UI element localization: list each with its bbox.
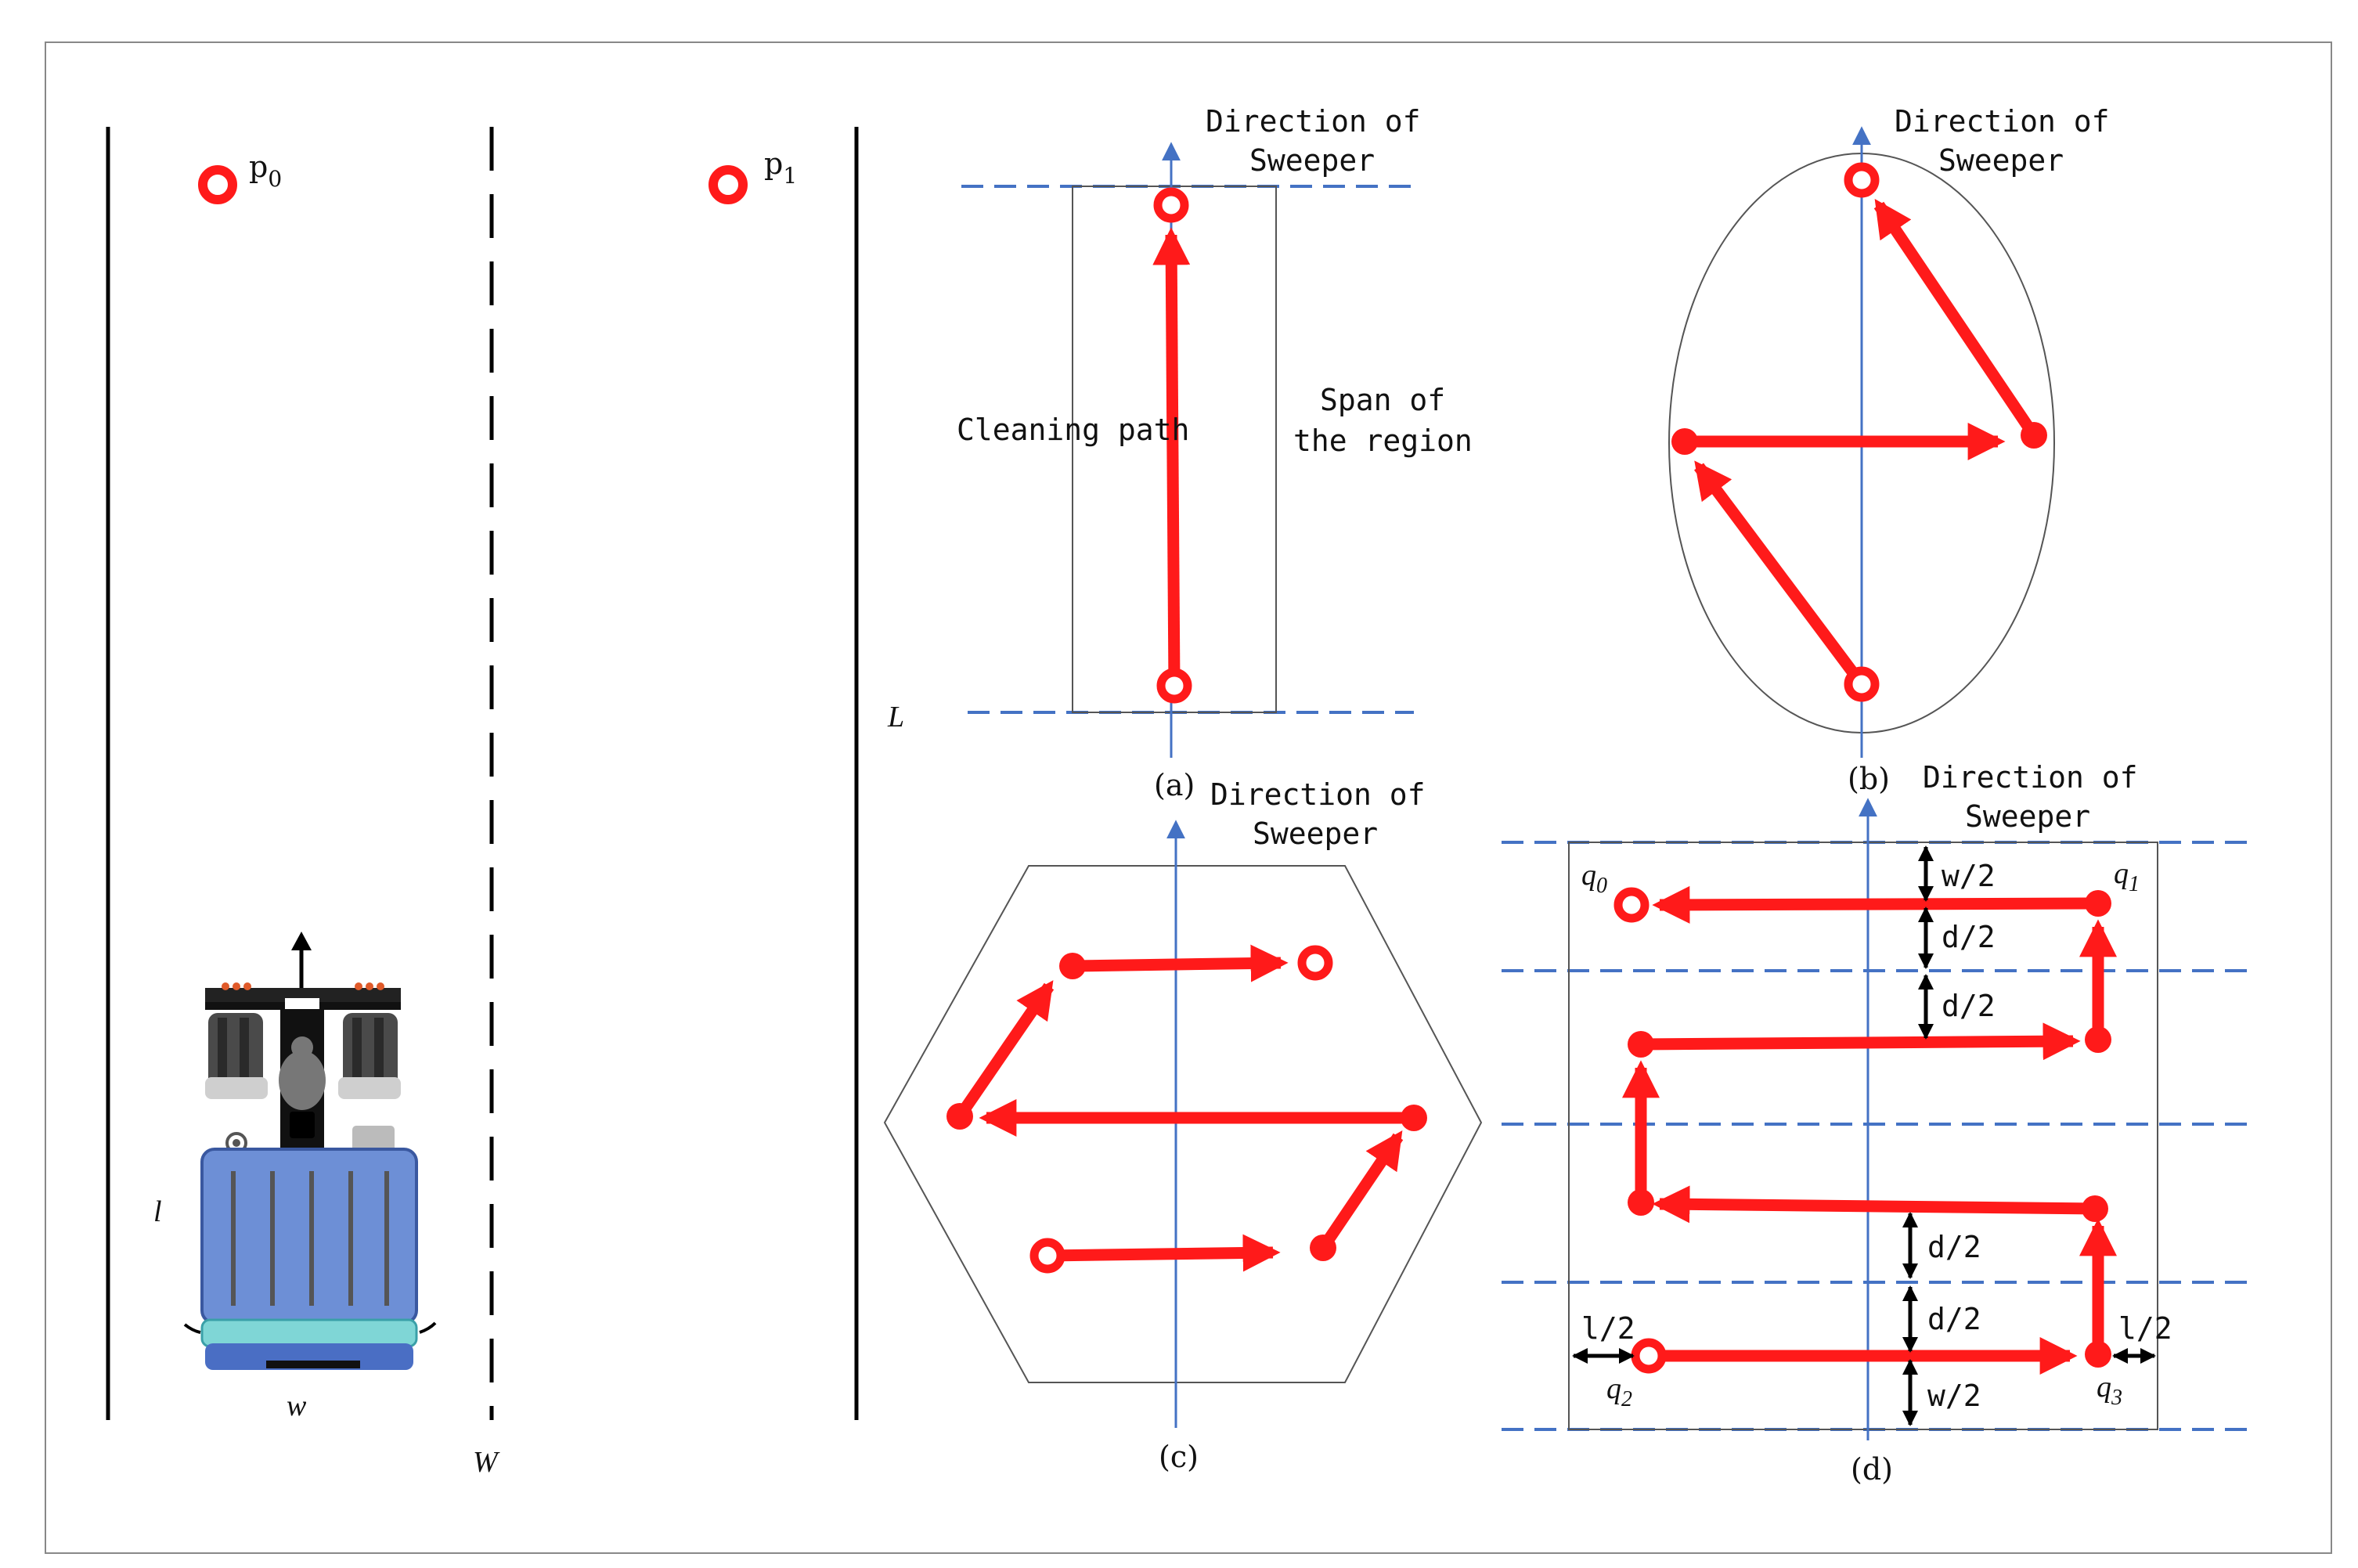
label-q0: q0 <box>1581 859 1607 898</box>
dim-label-d2-3: d/2 <box>1927 1230 1981 1264</box>
label-p0: p0 <box>249 150 282 192</box>
path-c-segment-5 <box>1072 944 1289 982</box>
direction-label-d-2: Sweeper <box>1965 799 2090 834</box>
path-c-turn-2 <box>1401 1105 1427 1131</box>
span-label-1: Span of <box>1320 383 1445 417</box>
dim-label-d2-1: d/2 <box>1942 920 1996 954</box>
path-d-turn-3 <box>1628 1031 1654 1058</box>
path-d-turn-4 <box>2085 1026 2111 1053</box>
caption-d: (d) <box>1851 1452 1893 1487</box>
path-start-point <box>1156 668 1192 704</box>
dim-label-d2-2: d/2 <box>1942 989 1996 1023</box>
label-w: w <box>287 1390 307 1422</box>
path-b-end <box>1844 162 1880 198</box>
point-q1 <box>2085 890 2111 917</box>
sweeper-robot-illustration <box>183 932 437 1370</box>
direction-label-c: Direction of <box>1210 777 1426 812</box>
point-q0 <box>1613 887 1650 923</box>
path-c-start <box>1029 1238 1065 1274</box>
path-b-start <box>1844 666 1880 702</box>
direction-label-c-2: Sweeper <box>1253 816 1378 851</box>
point-q2 <box>1631 1338 1667 1374</box>
path-c-segment-2 <box>1318 1130 1404 1252</box>
label-q2: q2 <box>1606 1372 1632 1411</box>
label-l: l <box>153 1195 162 1228</box>
direction-label-a: Direction of <box>1206 104 1421 139</box>
path-d-segment-5 <box>1640 1022 2081 1061</box>
label-q1: q1 <box>2114 857 2140 896</box>
panel-d: w/2 d/2 d/2 d/2 d/2 w/2 l/2 l/2 q0 q1 q2… <box>1502 760 2247 1487</box>
path-b-turn-left <box>1671 428 1698 455</box>
dim-label-l2-right: l/2 <box>2118 1311 2172 1346</box>
path-b-segment-3 <box>1873 199 2039 439</box>
label-p1: p1 <box>764 146 797 189</box>
label-q3: q3 <box>2097 1371 2122 1410</box>
panel-a: Direction of Sweeper Cleaning path Span … <box>887 104 1473 802</box>
dim-label-w2-top: w/2 <box>1942 859 1996 893</box>
direction-label-b: Direction of <box>1895 104 2110 139</box>
label-W: W <box>473 1446 500 1479</box>
dim-label-w2-bottom: w/2 <box>1927 1379 1981 1413</box>
panel-b: Direction of Sweeper (b) <box>1668 104 2110 796</box>
path-c-turn-3 <box>946 1103 973 1130</box>
path-c-turn-1 <box>1310 1235 1336 1261</box>
path-c-segment-1 <box>1047 1234 1281 1272</box>
direction-label-a-2: Sweeper <box>1249 143 1375 178</box>
dim-label-l2-left: l/2 <box>1581 1311 1635 1346</box>
cleaning-path-arrow <box>1152 227 1191 687</box>
region-hexagon <box>883 865 1483 1383</box>
left-panel: p0 p1 <box>106 127 859 1479</box>
figure-frame <box>45 41 2332 1554</box>
caption-a: (a) <box>1154 768 1195 802</box>
dim-label-d2-4: d/2 <box>1927 1302 1981 1336</box>
panel-c: Direction of Sweeper (c) <box>883 777 1483 1474</box>
waypoint-p1 <box>708 165 748 204</box>
caption-b: (b) <box>1848 762 1890 796</box>
path-end-point <box>1153 187 1189 223</box>
path-d-turn-1 <box>2082 1195 2108 1222</box>
path-c-end <box>1297 945 1333 981</box>
point-q3 <box>2085 1341 2111 1368</box>
caption-c: (c) <box>1159 1440 1199 1474</box>
span-label-2: the region <box>1293 424 1473 458</box>
waypoint-p0 <box>198 165 237 204</box>
path-d-segment-7 <box>1652 885 2099 924</box>
path-c-turn-4 <box>1059 953 1086 979</box>
path-b-segment-1 <box>1693 460 1867 688</box>
direction-label-b-2: Sweeper <box>1938 143 2064 178</box>
path-d-segment-3 <box>1652 1185 2096 1224</box>
path-b-turn-right <box>2021 422 2047 449</box>
region-rectangle <box>1072 186 1277 713</box>
label-L: L <box>887 701 904 734</box>
direction-label-d: Direction of <box>1923 760 2138 795</box>
region-rectangle-d <box>1568 842 2158 1430</box>
path-c-segment-4 <box>954 980 1055 1120</box>
path-d-turn-2 <box>1628 1189 1654 1216</box>
cleaning-path-label: Cleaning path <box>957 413 1189 447</box>
